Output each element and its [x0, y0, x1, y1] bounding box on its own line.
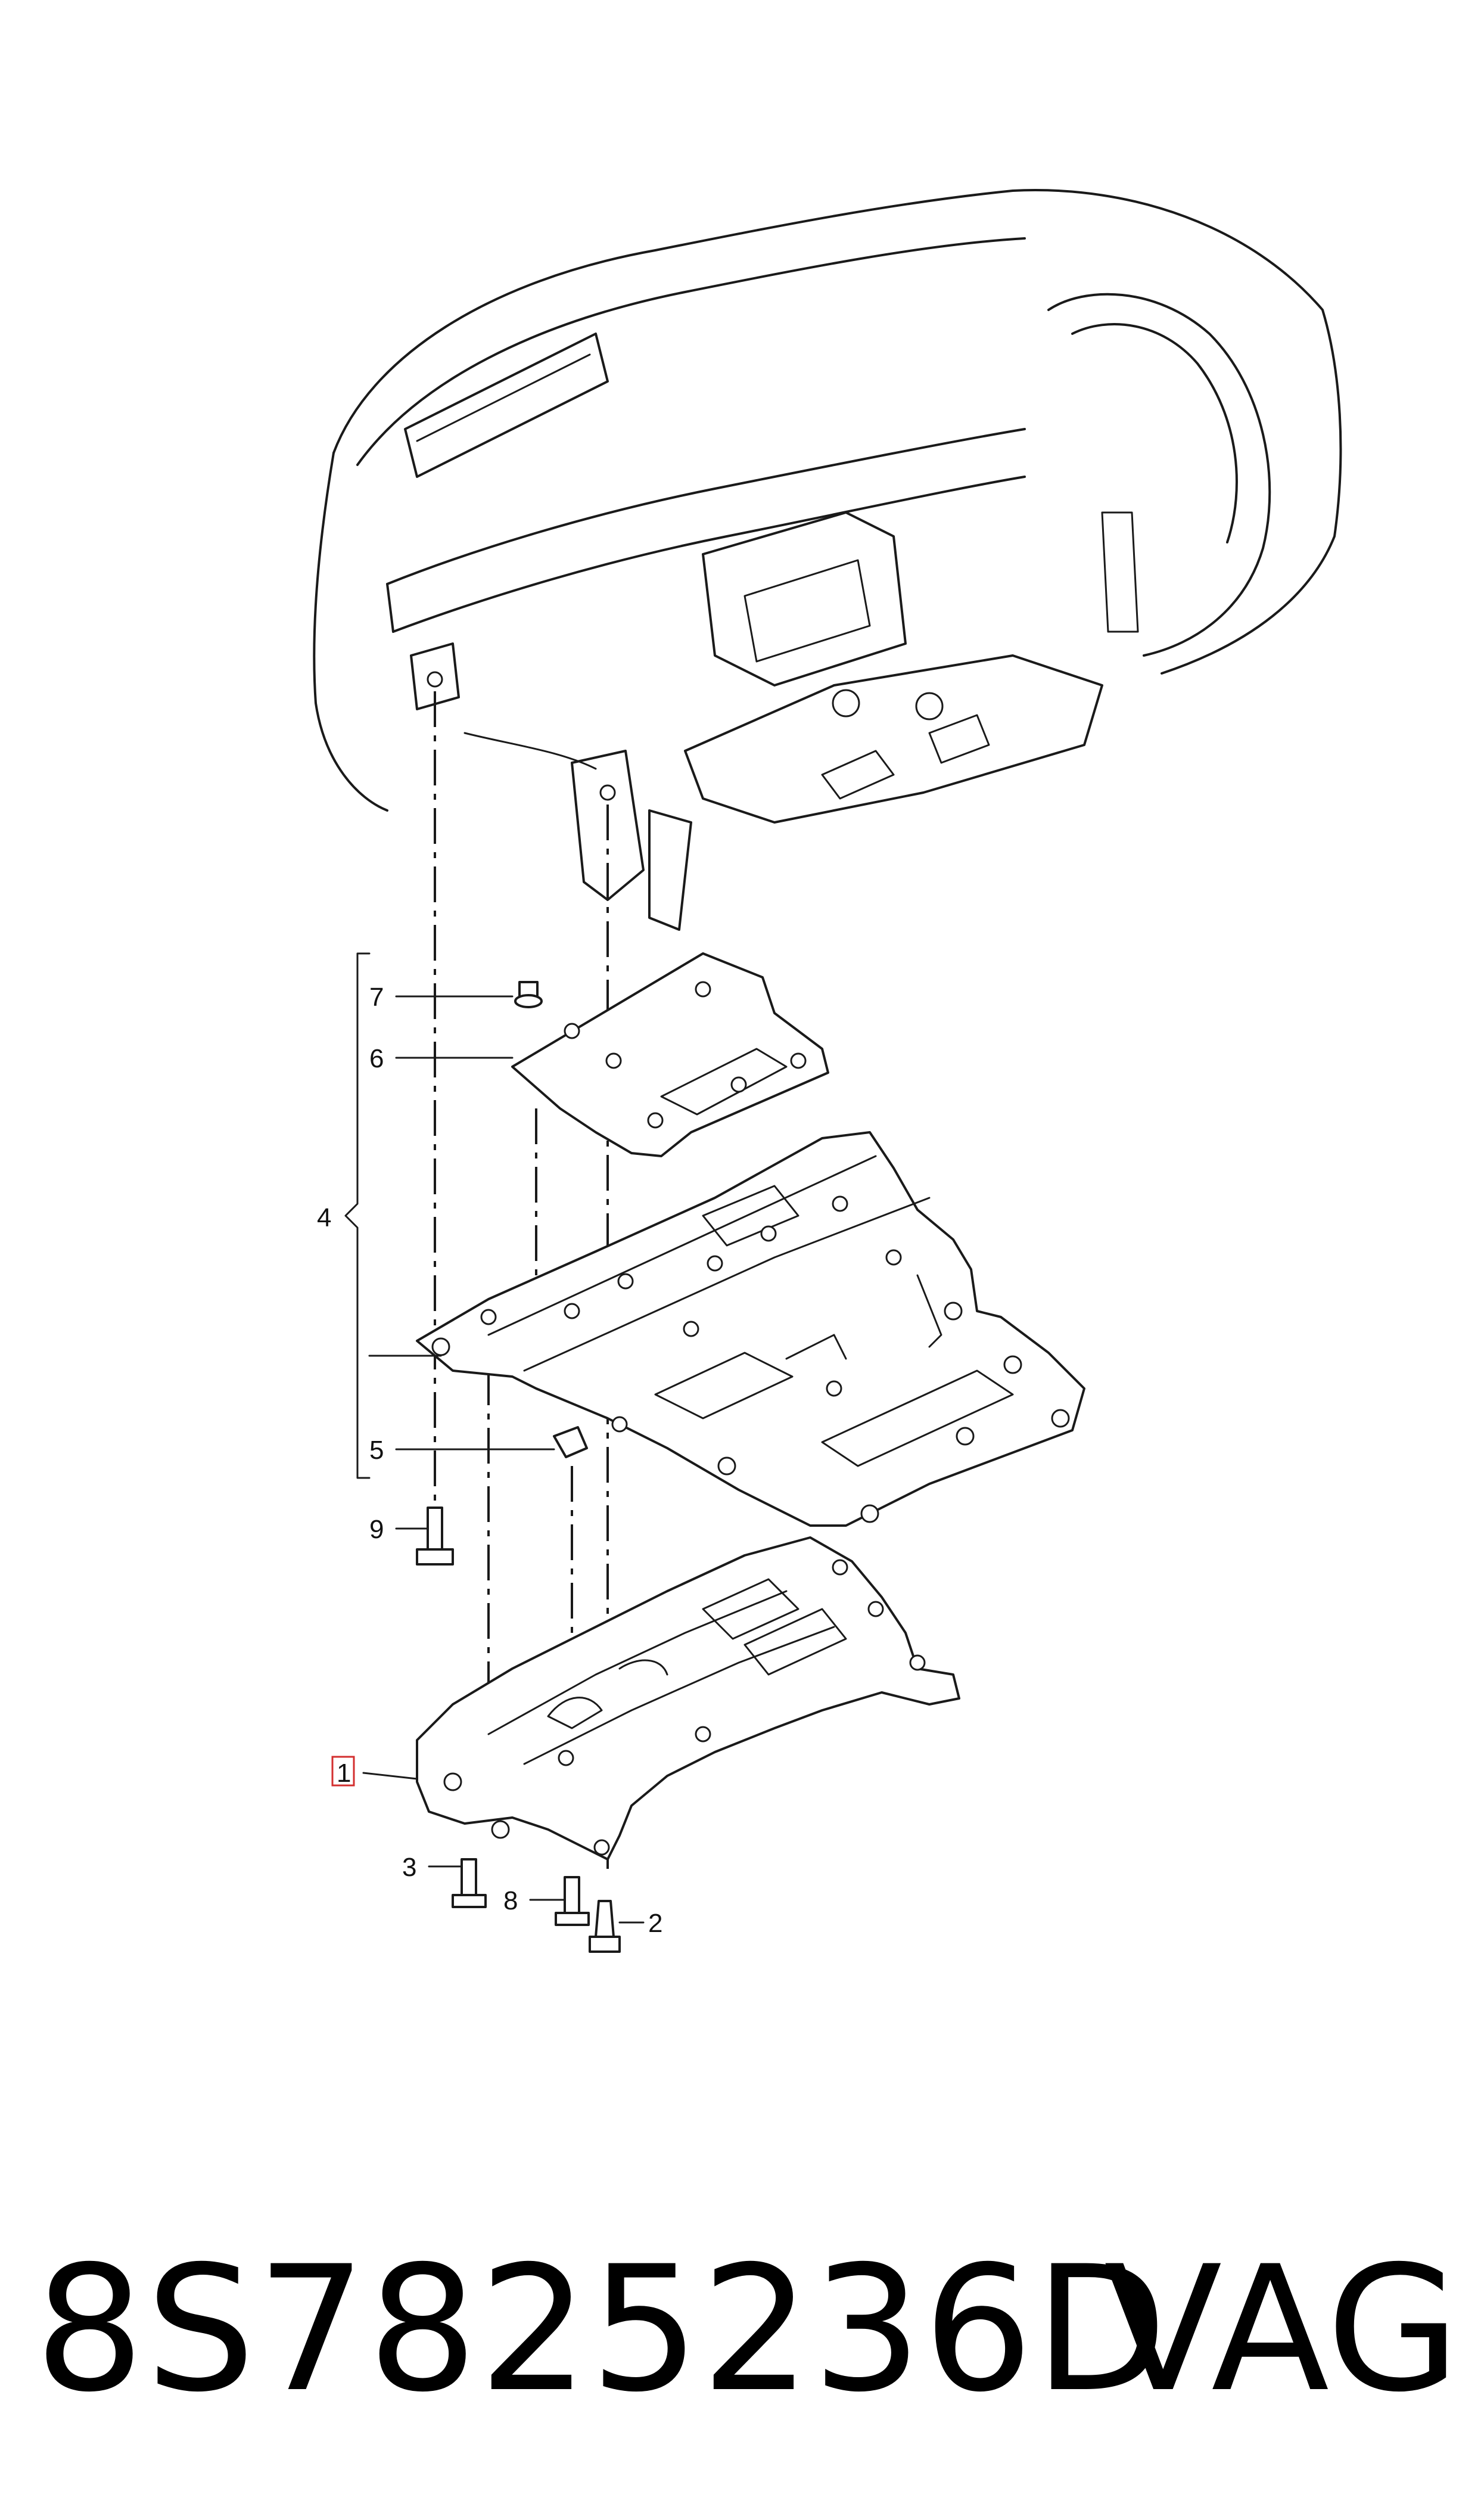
callout-1: 1: [337, 1759, 351, 1788]
callout-6: 6: [369, 1044, 384, 1073]
vehicle-front-underbody: [313, 189, 1342, 931]
callout-4: 4: [317, 1203, 331, 1232]
part-number: 8S7825236D: [35, 2229, 1169, 2430]
part-3-bolt: [452, 1858, 487, 1908]
footer: 8S7825236D VAG: [0, 2241, 1484, 2419]
part-8-bolt: [555, 1876, 590, 1926]
callout-3: 3: [402, 1853, 416, 1882]
callout-8: 8: [503, 1886, 518, 1915]
callout-9: 9: [369, 1515, 384, 1544]
part-9-bolt: [416, 1507, 454, 1566]
part-6-upper-shield: [511, 952, 829, 1157]
part-7-nut: [514, 981, 543, 1008]
part-1-lower-panel: [416, 1536, 960, 1860]
part-4-main-underbody-panel: [416, 1131, 1085, 1527]
part-2-screw: [589, 1900, 621, 1953]
callouts: 7 6 4 5 9 1 3 8 2: [317, 983, 662, 1938]
callout-7: 7: [369, 983, 384, 1012]
callout-leaders: [344, 952, 645, 1924]
callout-1-highlight: [331, 1756, 355, 1787]
exploded-parts-diagram: 7 6 4 5 9 1 3 8 2: [313, 189, 1342, 1953]
callout-2: 2: [648, 1909, 662, 1938]
part-5-clip: [553, 1426, 588, 1458]
brand-label: VAG: [1104, 2229, 1460, 2430]
callout-5: 5: [369, 1436, 384, 1465]
